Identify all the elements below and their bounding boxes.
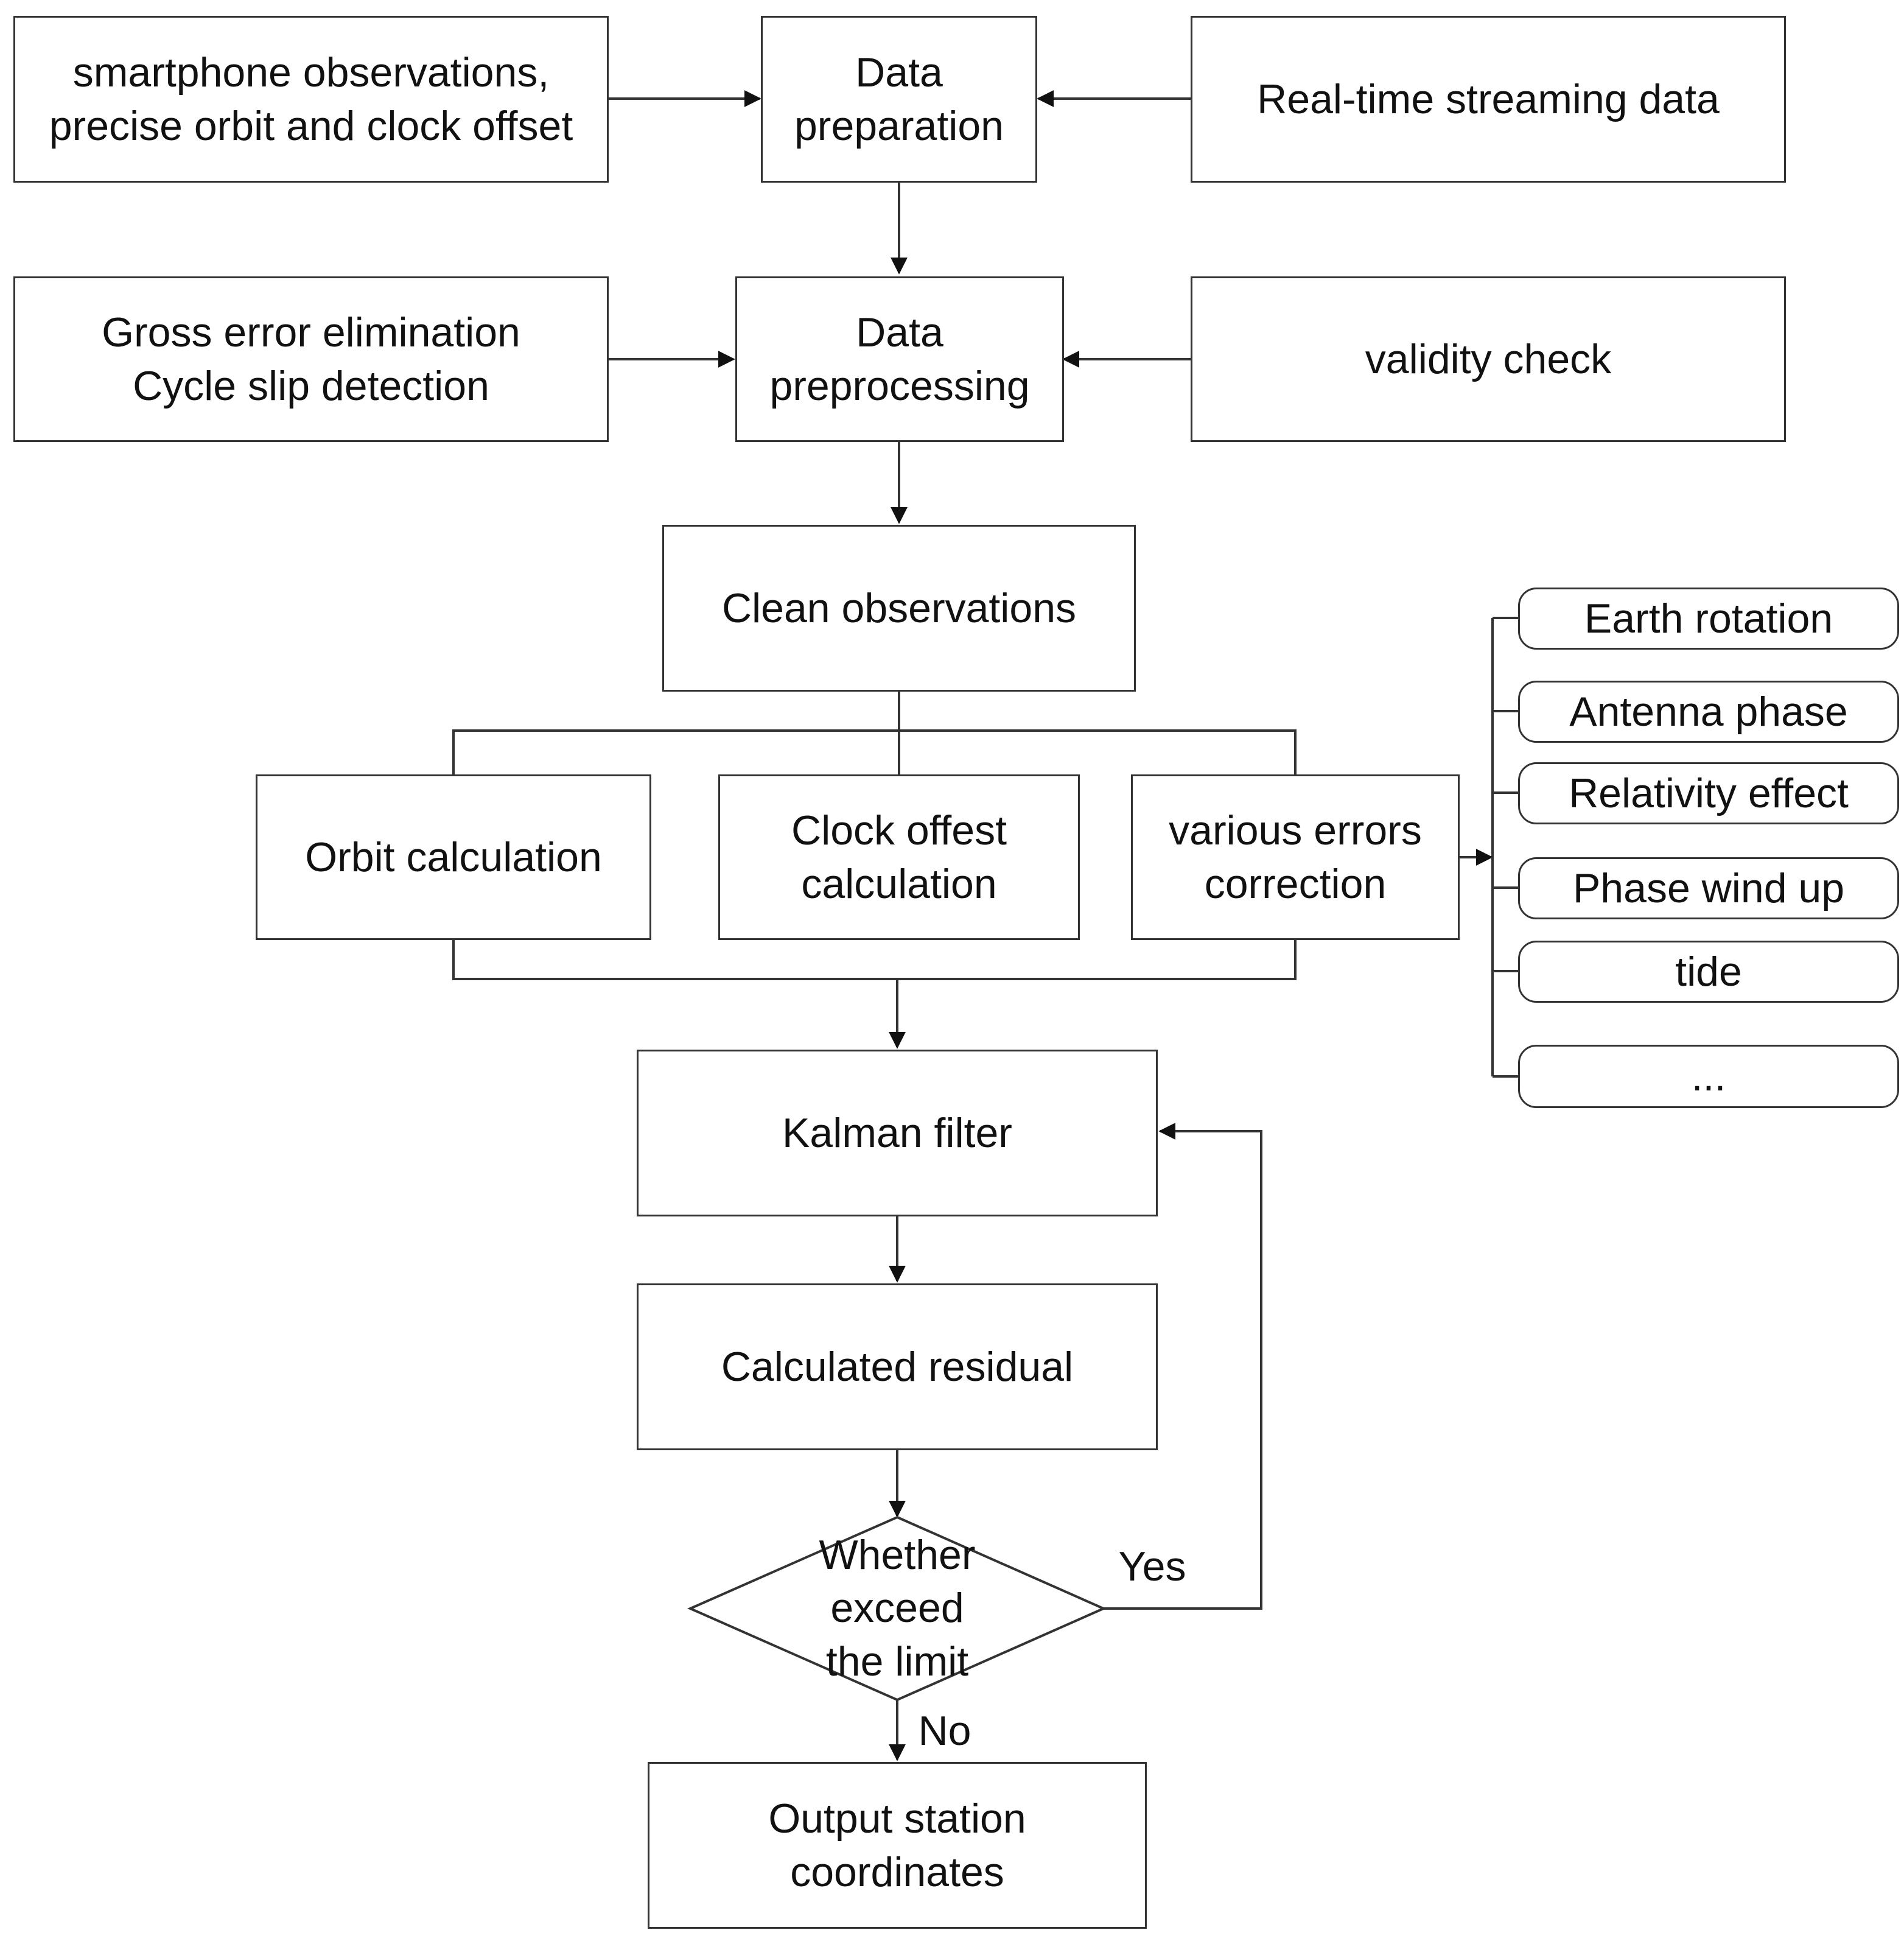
orbit-calculation-box: Orbit calculation [256, 774, 651, 940]
no-label: No [918, 1707, 971, 1754]
correction-more: ... [1518, 1045, 1899, 1108]
correction-tide: tide [1518, 941, 1899, 1003]
inputs-box: smartphone observations, precise orbit a… [13, 16, 609, 183]
correction-phase-wind-up: Phase wind up [1518, 857, 1899, 919]
decision-label: Whether exceed the limit [819, 1532, 976, 1685]
data-preparation-box: Data preparation [761, 16, 1037, 183]
merge-connector [452, 940, 1297, 980]
output-coordinates-box: Output station coordinates [648, 1762, 1147, 1929]
yes-label: Yes [1118, 1543, 1186, 1590]
clean-observations-box: Clean observations [662, 525, 1136, 692]
realtime-stream-box: Real-time streaming data [1191, 16, 1786, 183]
split-connector [452, 729, 1297, 774]
clock-calculation-box: Clock offest calculation [718, 774, 1080, 940]
data-preprocessing-box: Data preprocessing [735, 276, 1064, 442]
calculated-residual-box: Calculated residual [637, 1283, 1158, 1450]
arrow-yes-loop [1104, 1123, 1262, 1610]
errors-correction-box: various errors correction [1131, 774, 1460, 940]
kalman-filter-box: Kalman filter [637, 1050, 1158, 1216]
correction-antenna-phase: Antenna phase [1518, 681, 1899, 743]
validity-check-box: validity check [1191, 276, 1786, 442]
correction-relativity-effect: Relativity effect [1518, 762, 1899, 824]
gross-error-box: Gross error elimination Cycle slip detec… [13, 276, 609, 442]
correction-earth-rotation: Earth rotation [1518, 588, 1899, 650]
